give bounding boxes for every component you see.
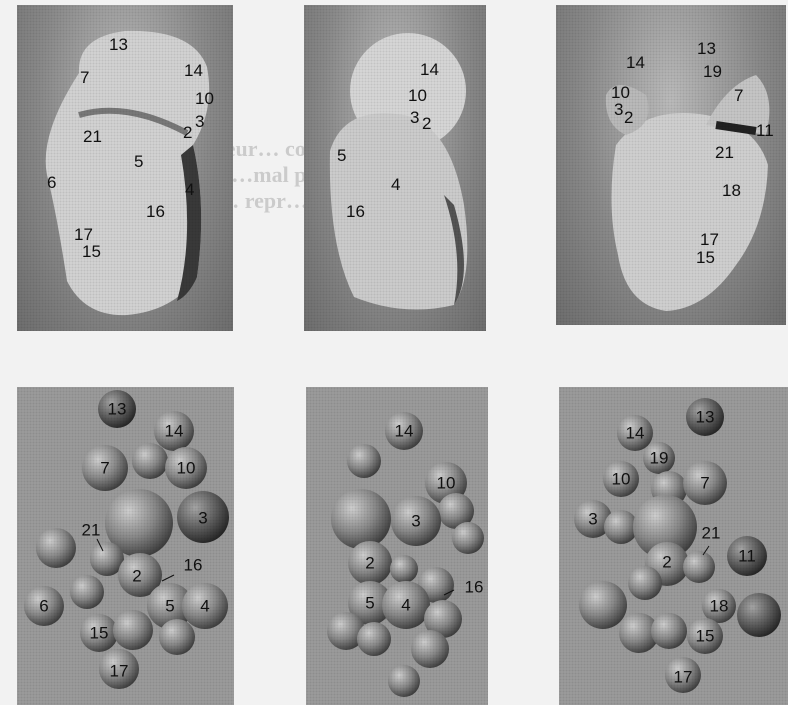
label-11: 11 [756,121,774,140]
sphere-model-right: 13 14 19 10 7 3 21 2 11 18 15 17 [559,387,788,705]
sphere-label-6: 6 [39,597,48,616]
label-10: 10 [195,89,214,108]
label-2: 2 [422,114,431,133]
label-13: 13 [109,35,128,54]
specimen-silhouette: 14 13 19 10 7 3 2 11 21 18 17 15 [556,5,786,325]
sphere-model-left: 13 14 7 10 3 21 16 2 6 5 4 15 17 [17,387,234,705]
sphere-label-14: 14 [395,422,414,441]
sphere-label-2: 2 [662,553,671,572]
label-14: 14 [420,60,439,79]
label-3: 3 [614,100,623,119]
sphere-label-19: 19 [650,449,669,468]
sphere-model-middle: 14 10 3 2 16 5 4 [306,387,488,705]
label-21: 21 [715,143,734,162]
label-14: 14 [626,53,645,72]
specimen-silhouette: 14 10 3 2 5 4 16 [304,5,486,331]
label-13: 13 [697,39,716,58]
sphere-label-16: 16 [465,578,484,597]
sphere-label-4: 4 [401,596,410,615]
sphere-label-2: 2 [365,554,374,573]
sphere-label-11: 11 [738,547,756,566]
label-15: 15 [696,248,715,267]
sphere-label-7: 7 [100,459,109,478]
label-15: 15 [82,242,101,261]
model-panel-middle: 14 10 3 2 16 5 4 [306,387,488,705]
label-4: 4 [185,180,194,199]
sphere-label-13: 13 [108,400,127,419]
sphere-label-13: 13 [696,408,715,427]
label-14: 14 [184,61,203,80]
sphere-label-5: 5 [365,594,374,613]
sphere-label-21: 21 [702,524,721,543]
label-18: 18 [722,181,741,200]
sphere-label-14: 14 [626,424,645,443]
sphere-label-10: 10 [612,470,631,489]
label-2: 2 [624,108,633,127]
label-17: 17 [700,230,719,249]
label-3: 3 [410,108,419,127]
label-10: 10 [408,86,427,105]
sphere-label-4: 4 [200,597,209,616]
sphere-label-2: 2 [132,567,141,586]
label-19: 19 [703,62,722,81]
label-6: 6 [47,173,56,192]
sphere-label-17: 17 [674,668,693,687]
sphere-label-5: 5 [165,597,174,616]
label-21: 21 [83,127,102,146]
label-7: 7 [734,86,743,105]
photo-panel-right: 14 13 19 10 7 3 2 11 21 18 17 15 [556,5,786,325]
label-7: 7 [80,68,89,87]
label-2: 2 [183,123,192,142]
sphere-label-3: 3 [411,512,420,531]
sphere-label-7: 7 [700,474,709,493]
sphere-label-18: 18 [710,597,729,616]
sphere-label-10: 10 [437,474,456,493]
photo-panel-left: 13 7 14 10 21 3 2 5 4 6 16 17 15 [17,5,233,331]
label-5: 5 [134,152,143,171]
photo-panel-middle: 14 10 3 2 5 4 16 [304,5,486,331]
sphere-label-17: 17 [110,662,129,681]
sphere-label-15: 15 [90,624,109,643]
specimen-silhouette: 13 7 14 10 21 3 2 5 4 6 16 17 15 [17,5,233,331]
label-4: 4 [391,175,400,194]
label-16: 16 [346,202,365,221]
model-panel-right: 13 14 19 10 7 3 21 2 11 18 15 17 [559,387,788,705]
sphere-label-15: 15 [696,627,715,646]
sphere-label-21: 21 [82,521,101,540]
model-panel-left: 13 14 7 10 3 21 16 2 6 5 4 15 17 [17,387,234,705]
label-16: 16 [146,202,165,221]
sphere-label-14: 14 [165,422,184,441]
sphere-label-3: 3 [198,509,207,528]
sphere-label-16: 16 [184,556,203,575]
label-5: 5 [337,146,346,165]
sphere-label-10: 10 [177,459,196,478]
label-3: 3 [195,112,204,131]
sphere-label-3: 3 [588,510,597,529]
